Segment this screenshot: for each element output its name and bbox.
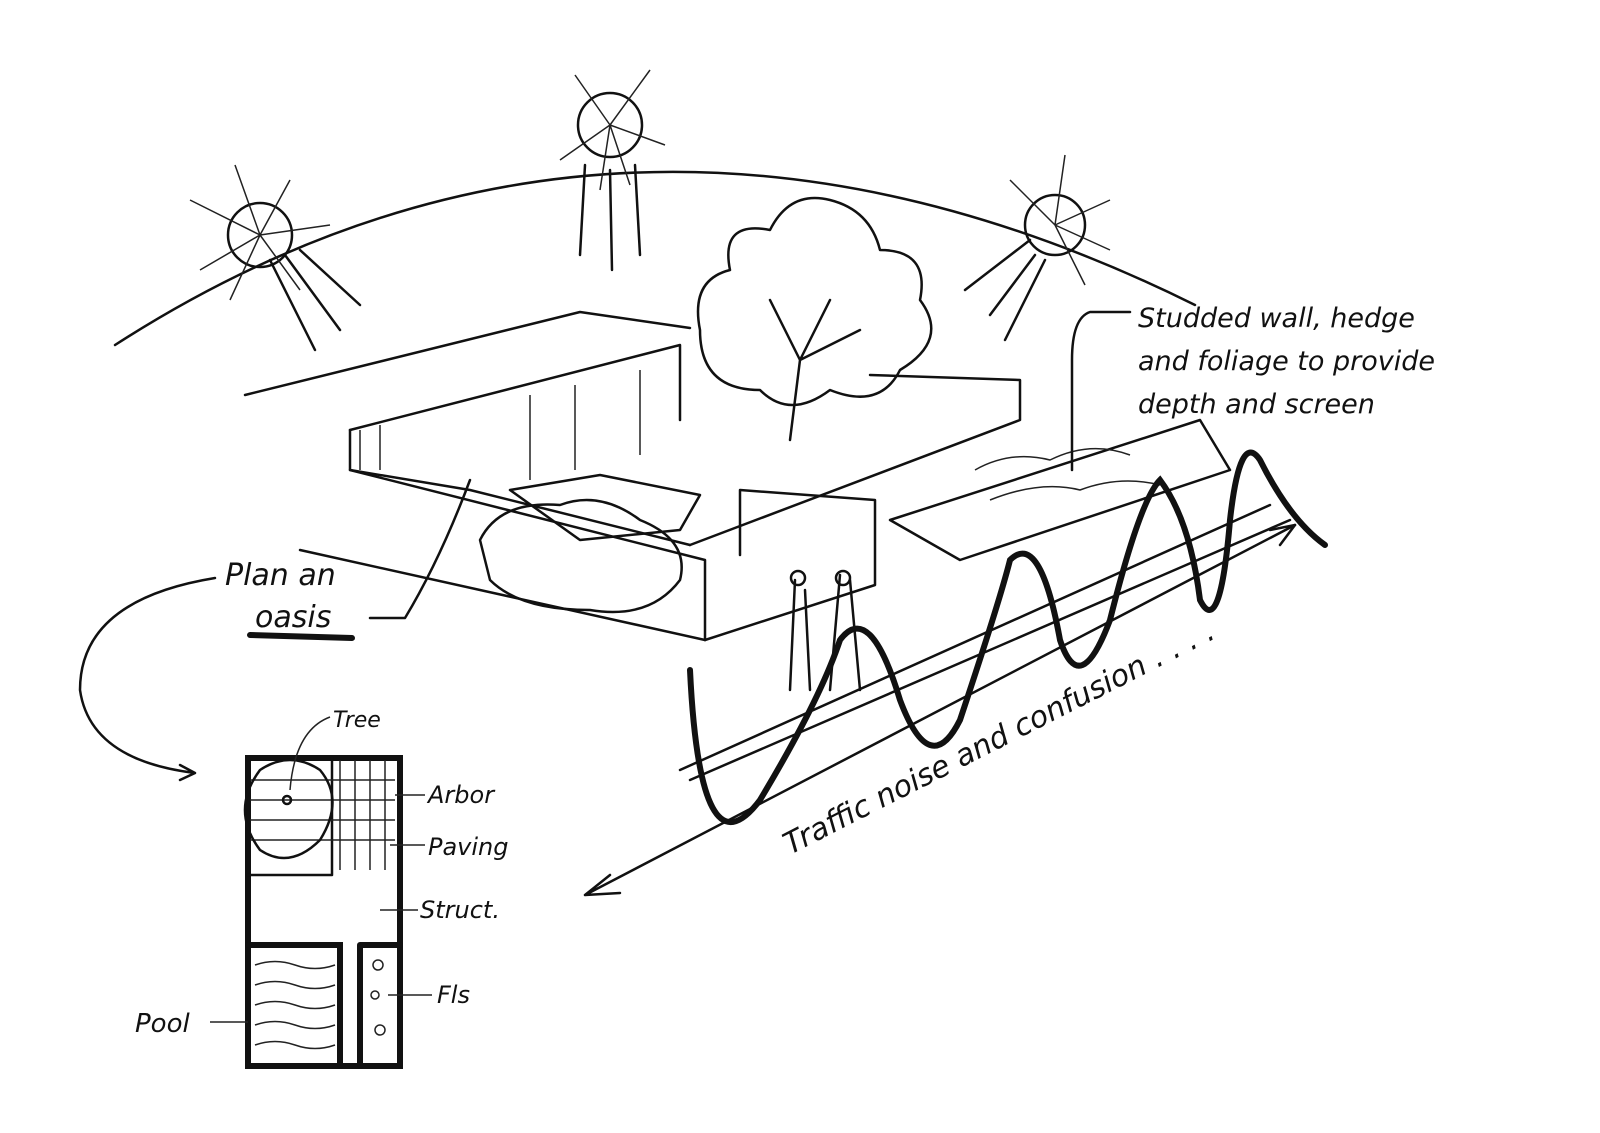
plan-note-line-1: Plan an xyxy=(225,558,336,593)
traffic-note: Traffic noise and confusion . . . . xyxy=(778,613,1221,862)
screen-note-line-1: Studded wall, hedge xyxy=(1138,303,1415,334)
sun-icon-left xyxy=(189,164,362,352)
oasis-plan xyxy=(210,716,432,1069)
screen-note-line-2: and foliage to provide xyxy=(1138,346,1435,377)
traffic-arrowhead xyxy=(1268,523,1297,547)
sun-icon-middle xyxy=(559,69,666,272)
plan-label-pool: Pool xyxy=(135,1009,190,1039)
plan-label-struct: Struct. xyxy=(420,896,500,924)
plan-note-line-2: oasis xyxy=(255,600,331,635)
screen-note-line-3: depth and screen xyxy=(1138,389,1375,420)
traffic-noise-wave xyxy=(687,449,1328,825)
oasis-leader xyxy=(368,478,472,620)
courtyard-perspective xyxy=(243,196,1292,782)
traffic-arrow xyxy=(583,523,1297,897)
screen-leader xyxy=(1070,310,1132,472)
oasis-underline xyxy=(247,632,355,641)
plan-label-flowers: Fls xyxy=(437,981,470,1009)
plan-label-arbor: Arbor xyxy=(426,781,496,809)
plan-label-paving: Paving xyxy=(428,833,509,861)
plan-arrow xyxy=(78,576,217,782)
sun-icon-right xyxy=(963,154,1111,342)
tree-canopy-icon xyxy=(243,758,334,860)
plan-label-tree: Tree xyxy=(333,708,381,733)
